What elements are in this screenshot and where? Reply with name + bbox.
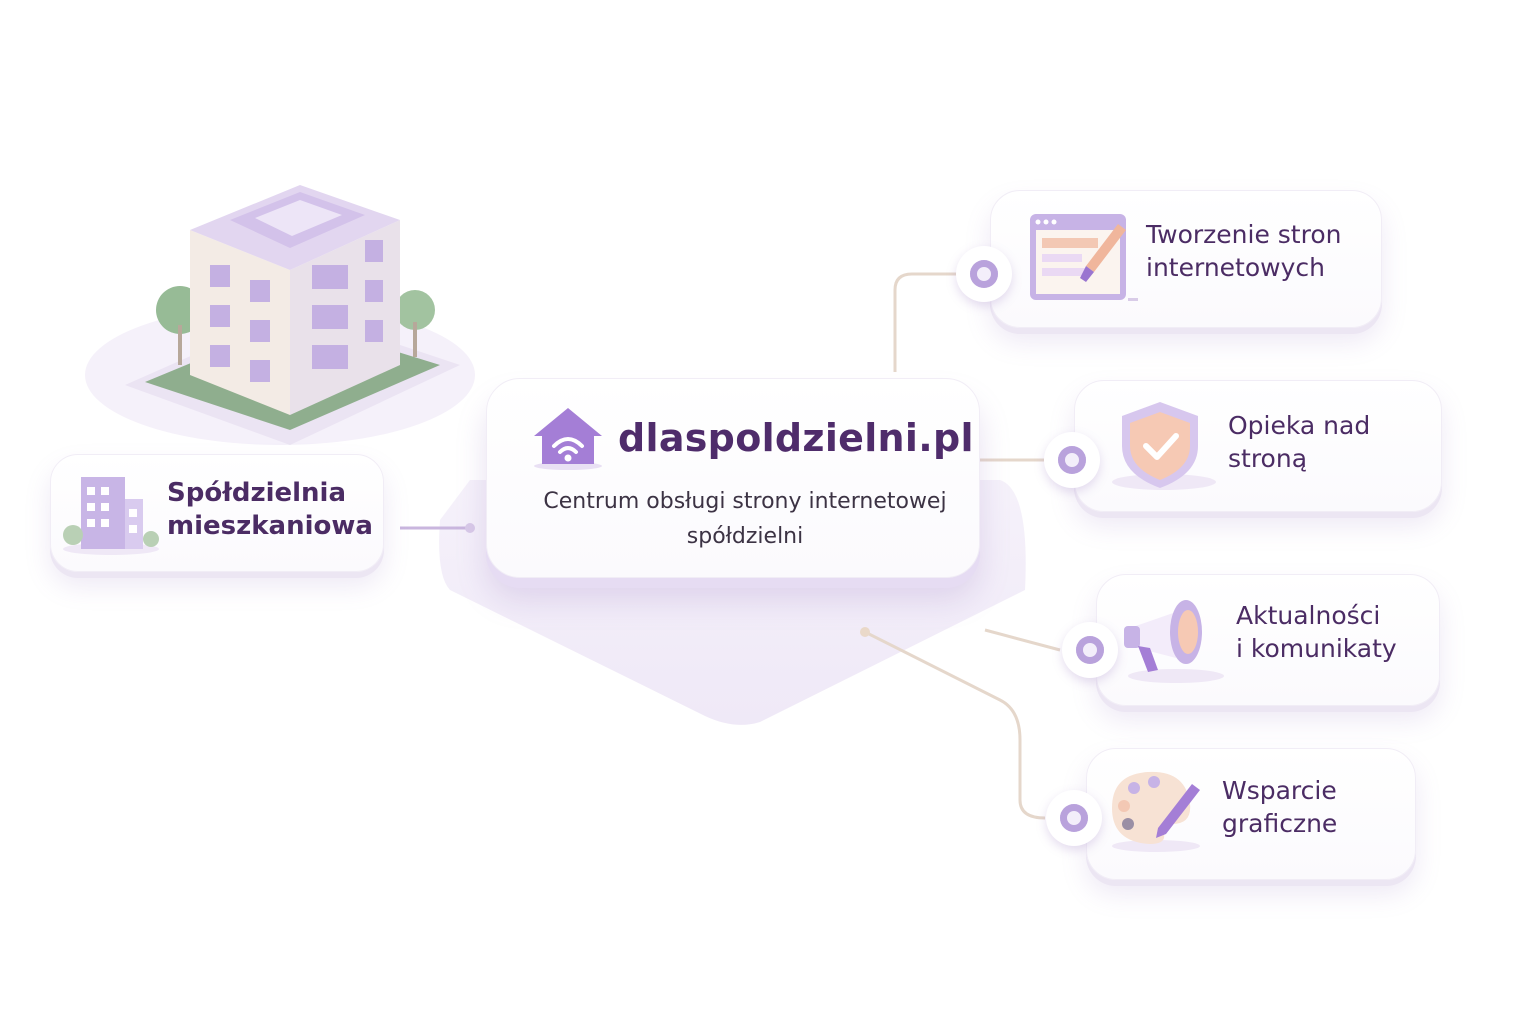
apartment-building-icon [63,477,159,555]
connector-node-4 [1046,790,1102,846]
connector-node-2 [1044,432,1100,488]
apartment-building-illustration [85,185,475,445]
palette-icon [1112,771,1200,852]
connector-node-3 [1062,622,1118,678]
brand-title: dlaspoldzielni.pl [618,416,974,460]
shield-check-icon [1112,402,1216,490]
service-label-graphics: Wsparcie graficzne [1222,776,1338,838]
web-design-icon [1030,214,1138,301]
megaphone-icon [1124,600,1224,683]
connector-line-3 [984,628,1061,652]
brand-subtitle: Centrum obsługi strony internetowej spół… [543,489,947,549]
connector-node-1 [956,246,1012,302]
house-wifi-icon [534,408,602,470]
service-label-site-care: Opieka nad stroną [1228,411,1371,473]
center-card[interactable] [486,378,980,578]
left-node-label: Spółdzielnia mieszkaniowa [167,478,373,541]
connector-line-4 [864,630,1046,820]
connector-line-1 [893,272,960,372]
service-label-web-design: Tworzenie stron internetowych [1146,220,1342,282]
service-label-news: Aktualności i komunikaty [1236,601,1397,663]
left-node-card[interactable]: Spółdzielnia mieszkaniowa [50,454,384,572]
